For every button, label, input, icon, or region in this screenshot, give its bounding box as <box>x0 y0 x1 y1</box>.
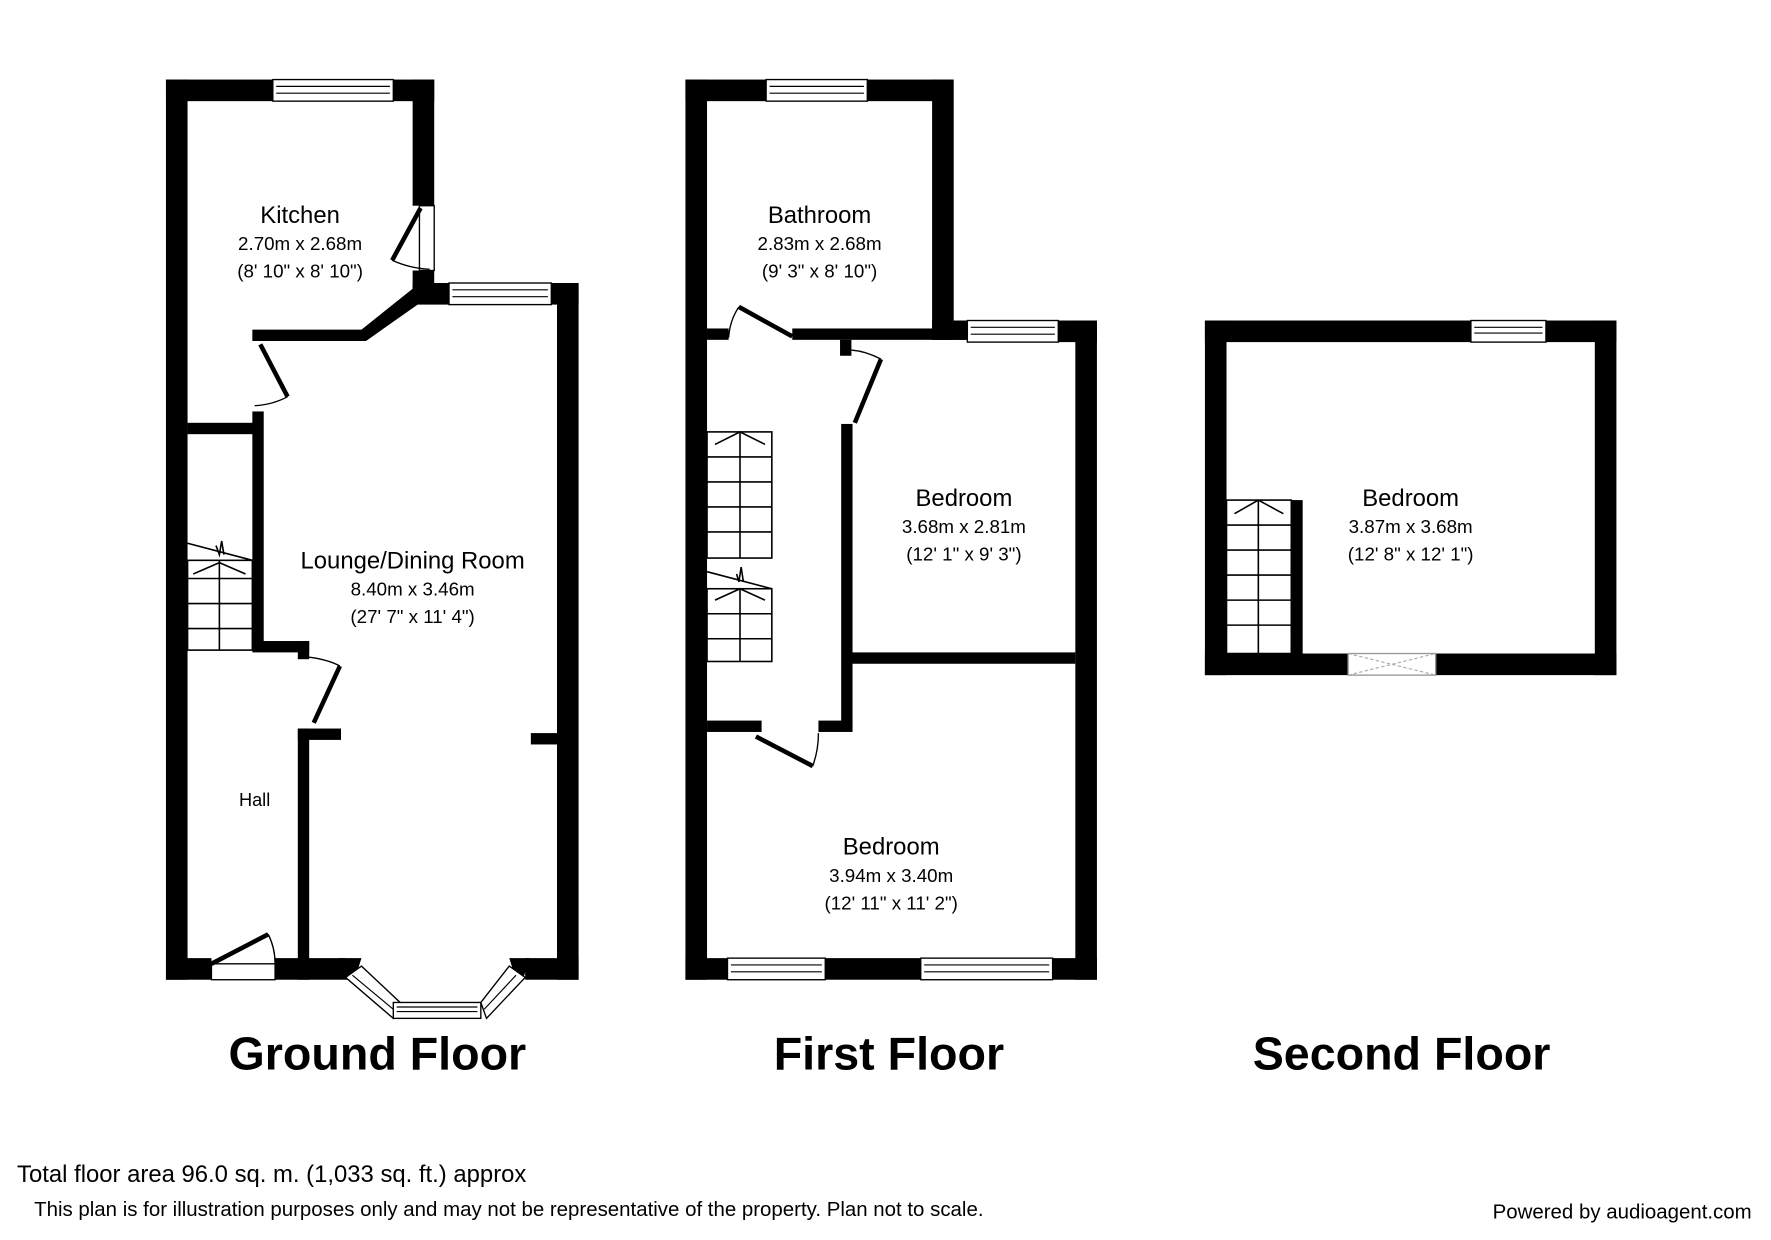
staircase-first-upper <box>706 431 773 559</box>
room-metric-kitchen: 2.70m x 2.68m <box>238 233 362 254</box>
room-metric-bedroom-2: 3.94m x 3.40m <box>829 865 953 886</box>
room-imperial-bathroom: (9' 3" x 8' 10") <box>762 260 877 281</box>
room-imperial-bedroom-1: (12' 1" x 9' 3") <box>906 543 1021 564</box>
disclaimer: This plan is for illustration purposes o… <box>34 1198 983 1221</box>
floor-title-second: Second Floor <box>1253 1028 1551 1080</box>
room-imperial-bedroom-2: (12' 11" x 11' 2") <box>824 892 957 913</box>
ground-floor-plan <box>165 78 579 1020</box>
room-imperial-kitchen: (8' 10" x 8' 10") <box>237 260 363 281</box>
room-metric-bedroom-3: 3.87m x 3.68m <box>1349 516 1473 537</box>
room-metric-lounge: 8.40m x 3.46m <box>351 579 475 600</box>
room-name-kitchen: Kitchen <box>260 202 340 229</box>
room-name-bedroom-2: Bedroom <box>843 834 940 861</box>
room-name-hall: Hall <box>239 790 270 810</box>
room-metric-bathroom: 2.83m x 2.68m <box>758 233 882 254</box>
room-name-bedroom-1: Bedroom <box>916 485 1013 512</box>
room-name-bedroom-3: Bedroom <box>1362 485 1459 512</box>
room-imperial-lounge: (27' 7" x 11' 4") <box>350 606 474 627</box>
staircase-first-lower <box>706 567 773 663</box>
room-name-lounge: Lounge/Dining Room <box>301 547 525 574</box>
powered-by: Powered by audioagent.com <box>1493 1200 1752 1223</box>
first-floor-plan <box>685 78 1097 981</box>
floor-title-first: First Floor <box>774 1028 1004 1080</box>
room-name-bathroom: Bathroom <box>768 202 871 229</box>
room-metric-bedroom-1: 3.68m x 2.81m <box>902 516 1026 537</box>
staircase-ground <box>186 540 254 651</box>
staircase-second <box>1225 499 1293 655</box>
total-floor-area: Total floor area 96.0 sq. m. (1,033 sq. … <box>17 1161 526 1188</box>
room-imperial-bedroom-3: (12' 8" x 12' 1") <box>1348 543 1474 564</box>
floor-title-ground: Ground Floor <box>229 1028 527 1080</box>
second-floor-plan <box>1204 319 1617 676</box>
